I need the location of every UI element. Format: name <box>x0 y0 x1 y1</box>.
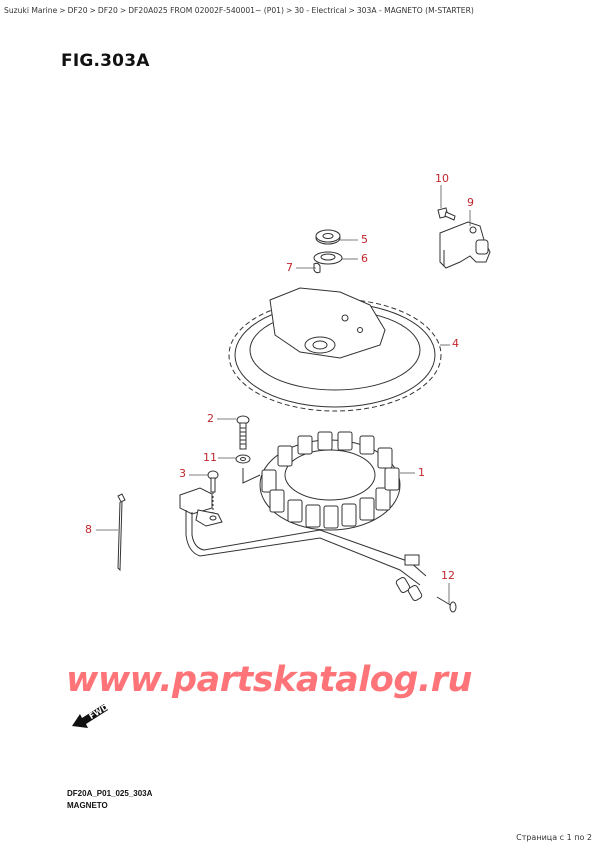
breadcrumb: Suzuki Marine>DF20>DF20>DF20A025 FROM 02… <box>4 6 474 15</box>
pickup-coil-part[interactable] <box>179 487 427 602</box>
callout-11[interactable]: 11 <box>203 451 217 464</box>
breadcrumb-separator: > <box>119 6 127 15</box>
key-7-part[interactable] <box>313 262 321 274</box>
bolt-2-part[interactable] <box>236 415 250 450</box>
cable-tie-8-part[interactable] <box>117 493 126 572</box>
figure-name: MAGNETO <box>67 801 108 810</box>
fwd-label: FWD <box>87 702 110 721</box>
callout-8[interactable]: 8 <box>85 523 92 536</box>
breadcrumb-item-df20-2[interactable]: DF20 <box>97 6 118 15</box>
flywheel-4-part[interactable] <box>228 287 442 412</box>
breadcrumb-separator: > <box>285 6 293 15</box>
callout-1[interactable]: 1 <box>418 466 425 479</box>
callout-12[interactable]: 12 <box>441 569 455 582</box>
stator-1-part[interactable] <box>259 431 401 531</box>
bolt-3-part[interactable] <box>207 470 219 515</box>
breadcrumb-item-model[interactable]: DF20A025 FROM 02002F-540001~ (P01) <box>128 6 284 15</box>
breadcrumb-item-suzuki-marine[interactable]: Suzuki Marine <box>4 6 58 15</box>
breadcrumb-separator: > <box>89 6 96 15</box>
page-counter: Страница с 1 по 2 <box>516 833 592 842</box>
callout-2[interactable]: 2 <box>207 412 214 425</box>
nut-5-part[interactable] <box>315 229 341 245</box>
figure-title: FIG.303A <box>61 51 150 71</box>
callout-5[interactable]: 5 <box>361 233 368 246</box>
callout-7[interactable]: 7 <box>286 261 293 274</box>
callout-9[interactable]: 9 <box>467 196 474 209</box>
callout-6[interactable]: 6 <box>361 252 368 265</box>
callout-4[interactable]: 4 <box>452 337 459 350</box>
leader-lines <box>96 185 471 604</box>
breadcrumb-item-df20[interactable]: DF20 <box>67 6 88 15</box>
clip-12-part[interactable] <box>436 596 457 613</box>
callout-10[interactable]: 10 <box>435 172 449 185</box>
figure-code: DF20A_P01_025_303A <box>67 789 153 798</box>
pulser-sensor-part[interactable] <box>439 221 491 269</box>
washer-11-part[interactable] <box>235 454 261 484</box>
breadcrumb-item-electrical[interactable]: 30 - Electrical <box>294 6 347 15</box>
washer-6-part[interactable] <box>313 251 343 265</box>
watermark: www.partskatalog.ru <box>66 660 472 700</box>
breadcrumb-separator: > <box>348 6 355 15</box>
breadcrumb-separator: > <box>59 6 66 15</box>
bolt-10-part[interactable] <box>437 207 456 221</box>
callout-3[interactable]: 3 <box>179 467 186 480</box>
fwd-arrow-icon: FWD <box>72 702 110 728</box>
breadcrumb-item-current: 303A - MAGNETO (M-STARTER) <box>356 6 474 15</box>
